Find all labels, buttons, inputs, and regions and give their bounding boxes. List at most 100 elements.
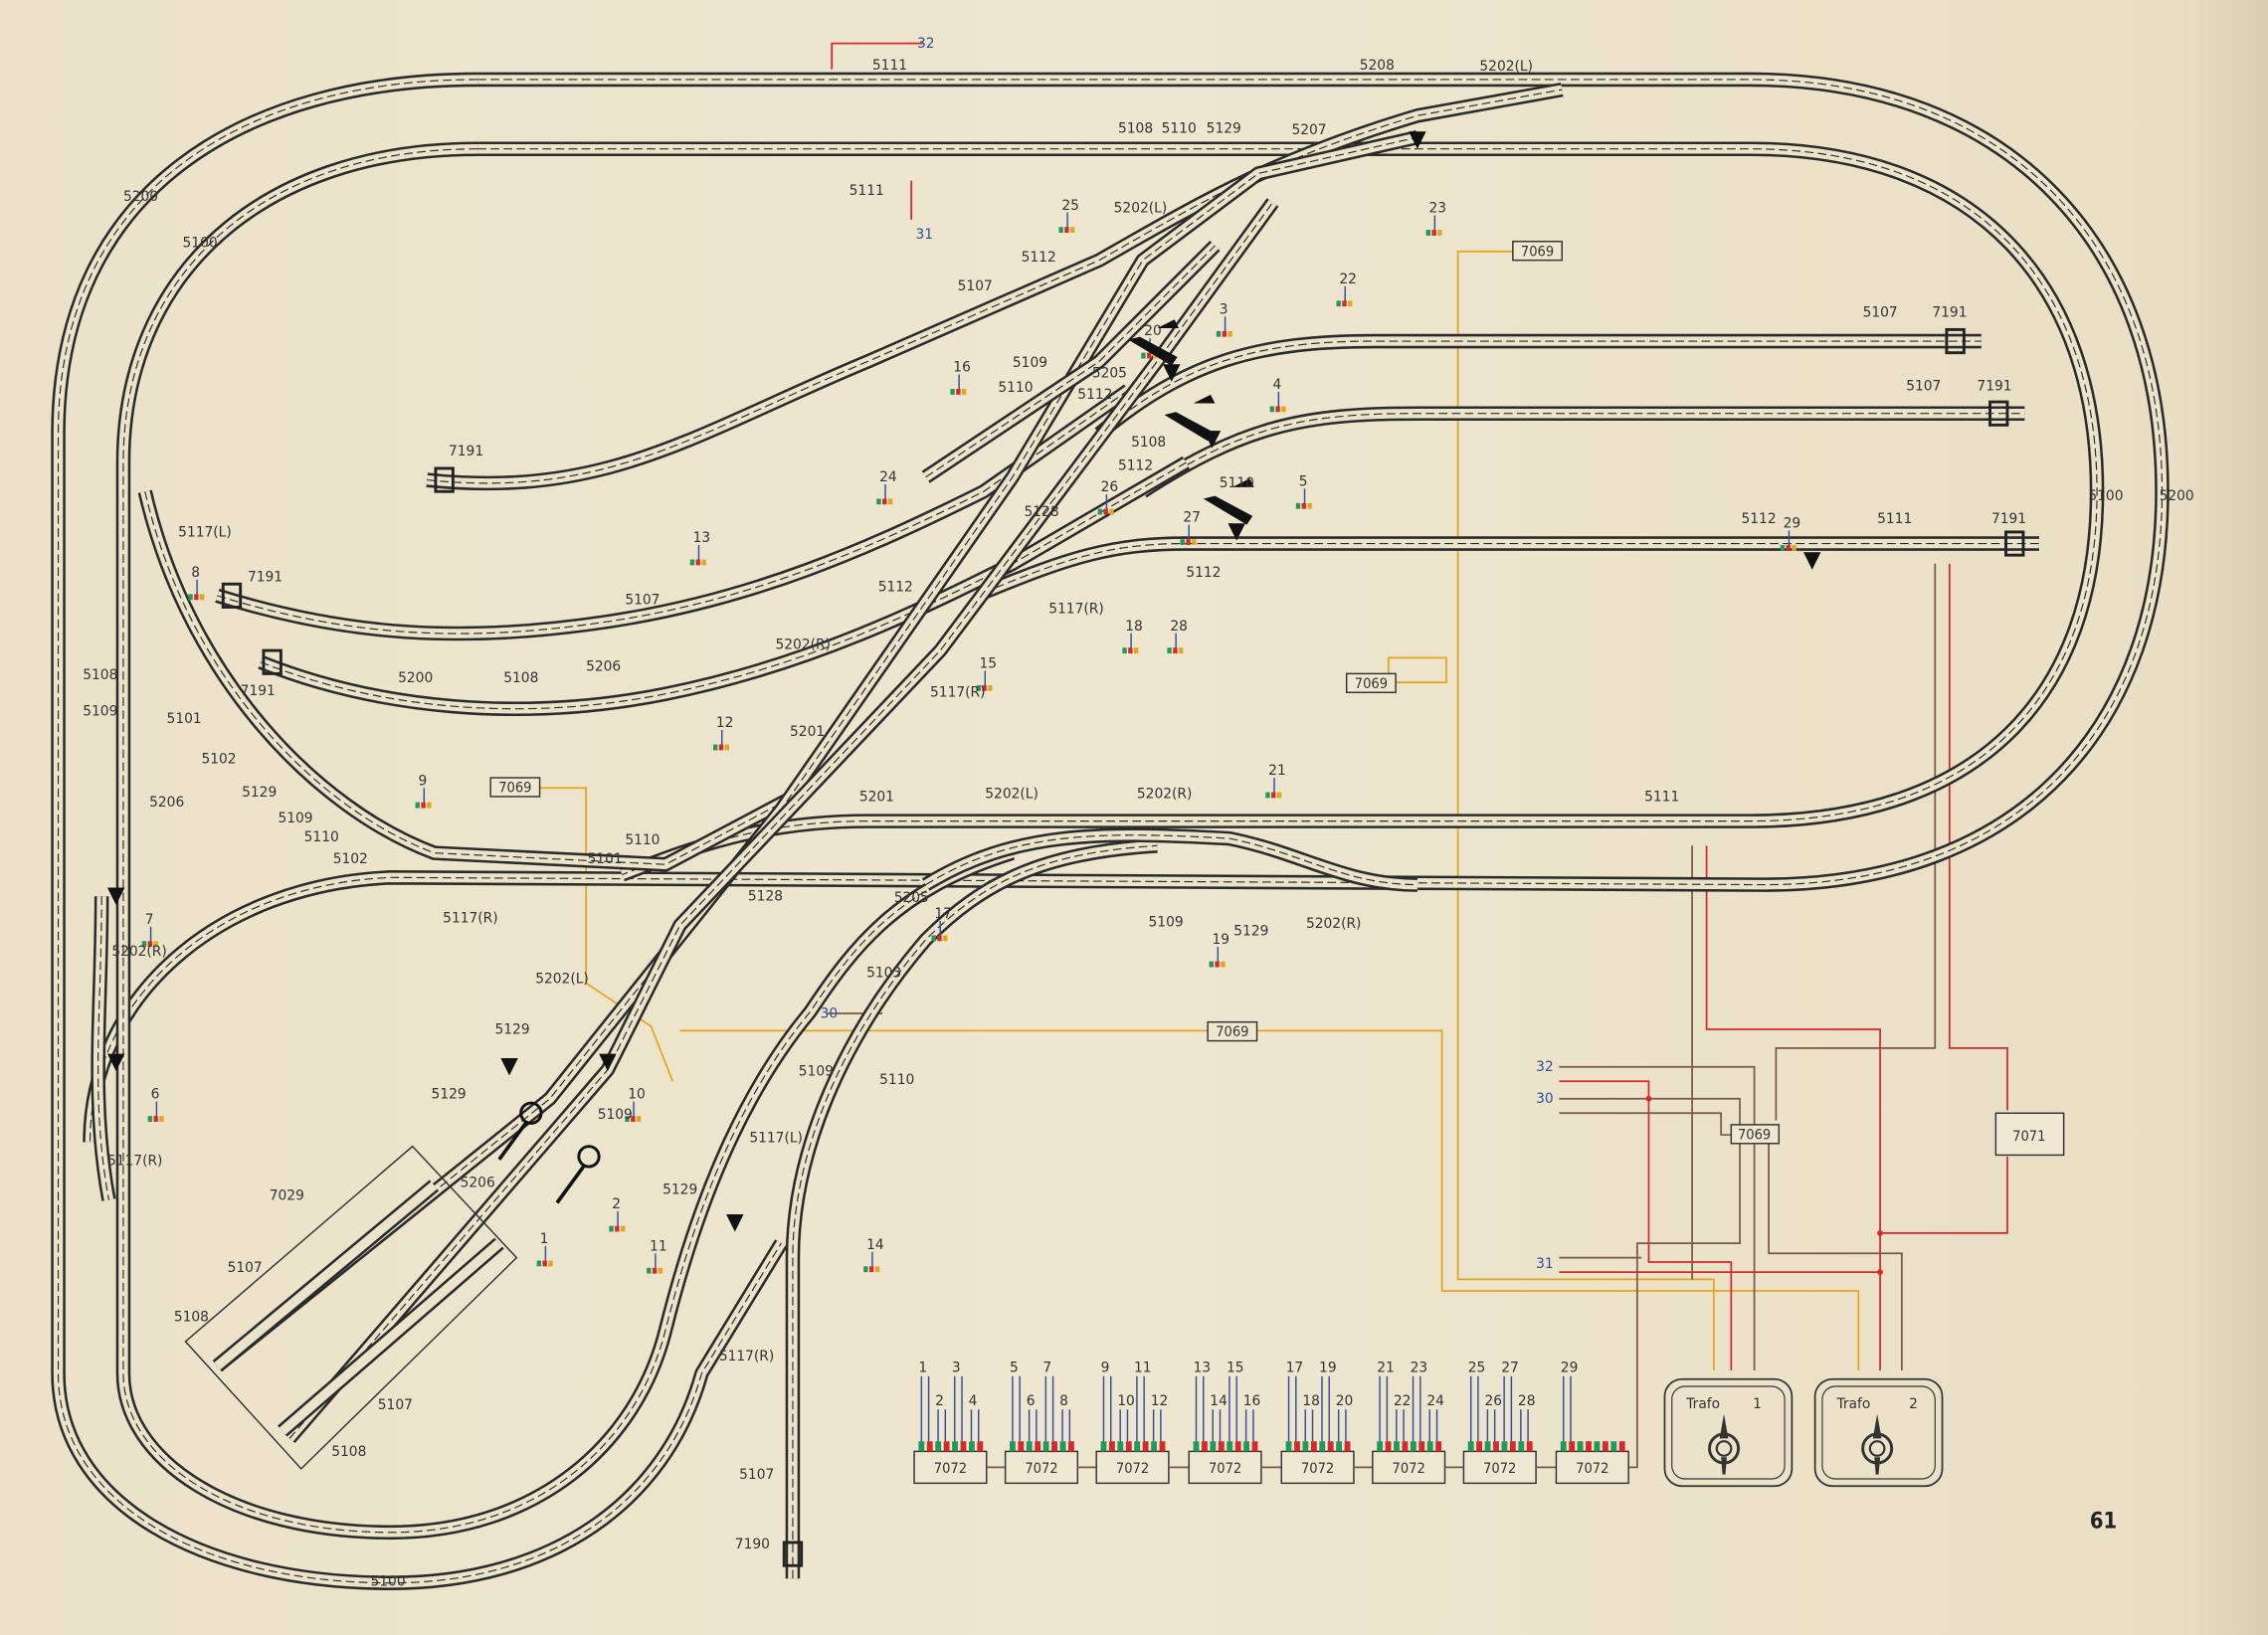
track-piece-label: 7191	[1991, 511, 2026, 527]
track-piece-label: 5109	[1149, 915, 1184, 931]
track-section	[91, 896, 116, 1201]
wire	[1456, 251, 1715, 1370]
tracks	[51, 72, 2170, 1590]
svg-text:Trafo: Trafo	[1835, 1396, 1870, 1412]
wire-junction	[1877, 1229, 1883, 1236]
svg-text:7069: 7069	[1738, 1127, 1771, 1143]
signal-contact-icon	[1780, 530, 1796, 551]
wire	[1559, 1080, 1733, 1370]
wire-junction	[1645, 1095, 1652, 1102]
svg-text:7072: 7072	[934, 1461, 967, 1477]
track-piece-label: 5102	[201, 751, 236, 767]
track-piece-label: 5111	[1644, 789, 1679, 805]
signal-number: 29	[1784, 516, 1801, 532]
signal-contact-icon	[689, 545, 706, 566]
buffer-stop-icon	[1945, 327, 1966, 355]
input-label: 32	[1536, 1059, 1554, 1075]
track-piece-label: 5117(R)	[107, 1154, 162, 1170]
decoder-output-number: 11	[1134, 1360, 1152, 1375]
track-piece-label: 5107	[378, 1397, 413, 1413]
signal-contact-icon	[415, 788, 432, 809]
signal-number: 5	[1299, 473, 1308, 489]
signal-contact-icon	[1216, 316, 1232, 337]
decoder-output-number: 5	[1010, 1360, 1019, 1375]
track-piece-label: 7191	[248, 569, 283, 585]
input-label: 30	[1536, 1091, 1554, 1107]
decoder-output-number: 23	[1411, 1360, 1428, 1375]
decoder-output-number: 16	[1243, 1393, 1261, 1409]
decoder-output-number: 9	[1101, 1360, 1110, 1375]
signal-number: 24	[879, 469, 897, 485]
track-piece-label: 5112	[1022, 250, 1056, 266]
signal-number: 16	[953, 360, 971, 376]
wire	[1559, 1097, 1741, 1125]
module-7069: 7069	[489, 777, 541, 798]
track-piece-label: 5108	[1118, 121, 1153, 137]
uncoupler-icon	[1163, 364, 1181, 382]
svg-text:7072: 7072	[1025, 1461, 1057, 1477]
track-piece-label: 5200	[123, 189, 158, 205]
trafo-2[interactable]: Trafo 2	[1813, 1377, 1944, 1488]
signal-number: 25	[1061, 198, 1079, 214]
buffer-stop-icon	[1988, 400, 2009, 427]
trafo-1[interactable]: Trafo 1	[1663, 1377, 1794, 1488]
track-section	[284, 198, 1279, 1444]
track-section	[137, 489, 814, 872]
track-piece-label: 5117(R)	[443, 910, 497, 926]
svg-text:7072: 7072	[1576, 1461, 1608, 1477]
loading-crane-icon	[1128, 319, 1180, 366]
trafo-knob-icon[interactable]	[1861, 1413, 1894, 1475]
signal-number: 31	[916, 227, 934, 243]
track-section	[785, 838, 1158, 1579]
buffer-stop-icon	[221, 582, 243, 609]
signal-number: 3	[1220, 301, 1228, 317]
wire	[1559, 1112, 1732, 1136]
track-piece-label: 5107	[1906, 378, 1941, 394]
track-piece-label: 5202(L)	[1479, 59, 1533, 75]
decoder-output-number: 22	[1394, 1393, 1412, 1409]
signal-number: 7	[145, 912, 154, 928]
track-piece-label: 5205	[1092, 365, 1127, 381]
signal-number: 4	[1273, 377, 1282, 393]
decoder-output-number: 3	[952, 1360, 961, 1375]
track-piece-label: 5208	[1360, 58, 1395, 74]
signal-contact-icon	[1425, 215, 1442, 236]
track-piece-label: 5206	[461, 1175, 495, 1190]
buffer-stop-icon	[434, 466, 455, 493]
track-section	[215, 384, 1133, 641]
decoder-output-number: 24	[1426, 1393, 1444, 1409]
track-piece-label: 5109	[598, 1107, 633, 1123]
track-section	[115, 141, 1016, 1541]
svg-text:7069: 7069	[498, 781, 531, 797]
decoder-output-number: 18	[1302, 1393, 1320, 1409]
signal-number: 12	[716, 715, 734, 731]
signal-number: 22	[1339, 272, 1357, 287]
decoder-output-number: 12	[1151, 1393, 1169, 1409]
signal-contact-icon	[1295, 488, 1312, 509]
track-piece-label: 5100	[2088, 488, 2123, 504]
track-piece-label: 5128	[748, 889, 783, 905]
uncoupler-icon	[726, 1214, 744, 1232]
track-piece-label: 5112	[1186, 565, 1221, 581]
trafo-knob-icon[interactable]	[1708, 1413, 1741, 1475]
loading-crane-icon	[1164, 394, 1216, 442]
wiring	[539, 42, 2008, 1469]
signal-number: 10	[628, 1087, 646, 1103]
signal-number: 6	[151, 1087, 160, 1103]
wire	[1768, 1143, 1903, 1370]
svg-text:7069: 7069	[1521, 244, 1554, 260]
track-piece-label: 7190	[735, 1537, 770, 1552]
signal-number: 14	[866, 1237, 884, 1253]
uncoupler-icon	[500, 1058, 518, 1076]
decoder-output-number: 17	[1286, 1360, 1304, 1375]
decoder-output-number: 6	[1027, 1393, 1036, 1409]
track-piece-label: 5202(R)	[776, 637, 831, 653]
buffer-stop-icon	[262, 648, 283, 675]
track-piece-label: 5202(L)	[985, 786, 1039, 802]
signal-number: 2	[612, 1196, 621, 1212]
signal-contact-icon	[876, 483, 893, 505]
